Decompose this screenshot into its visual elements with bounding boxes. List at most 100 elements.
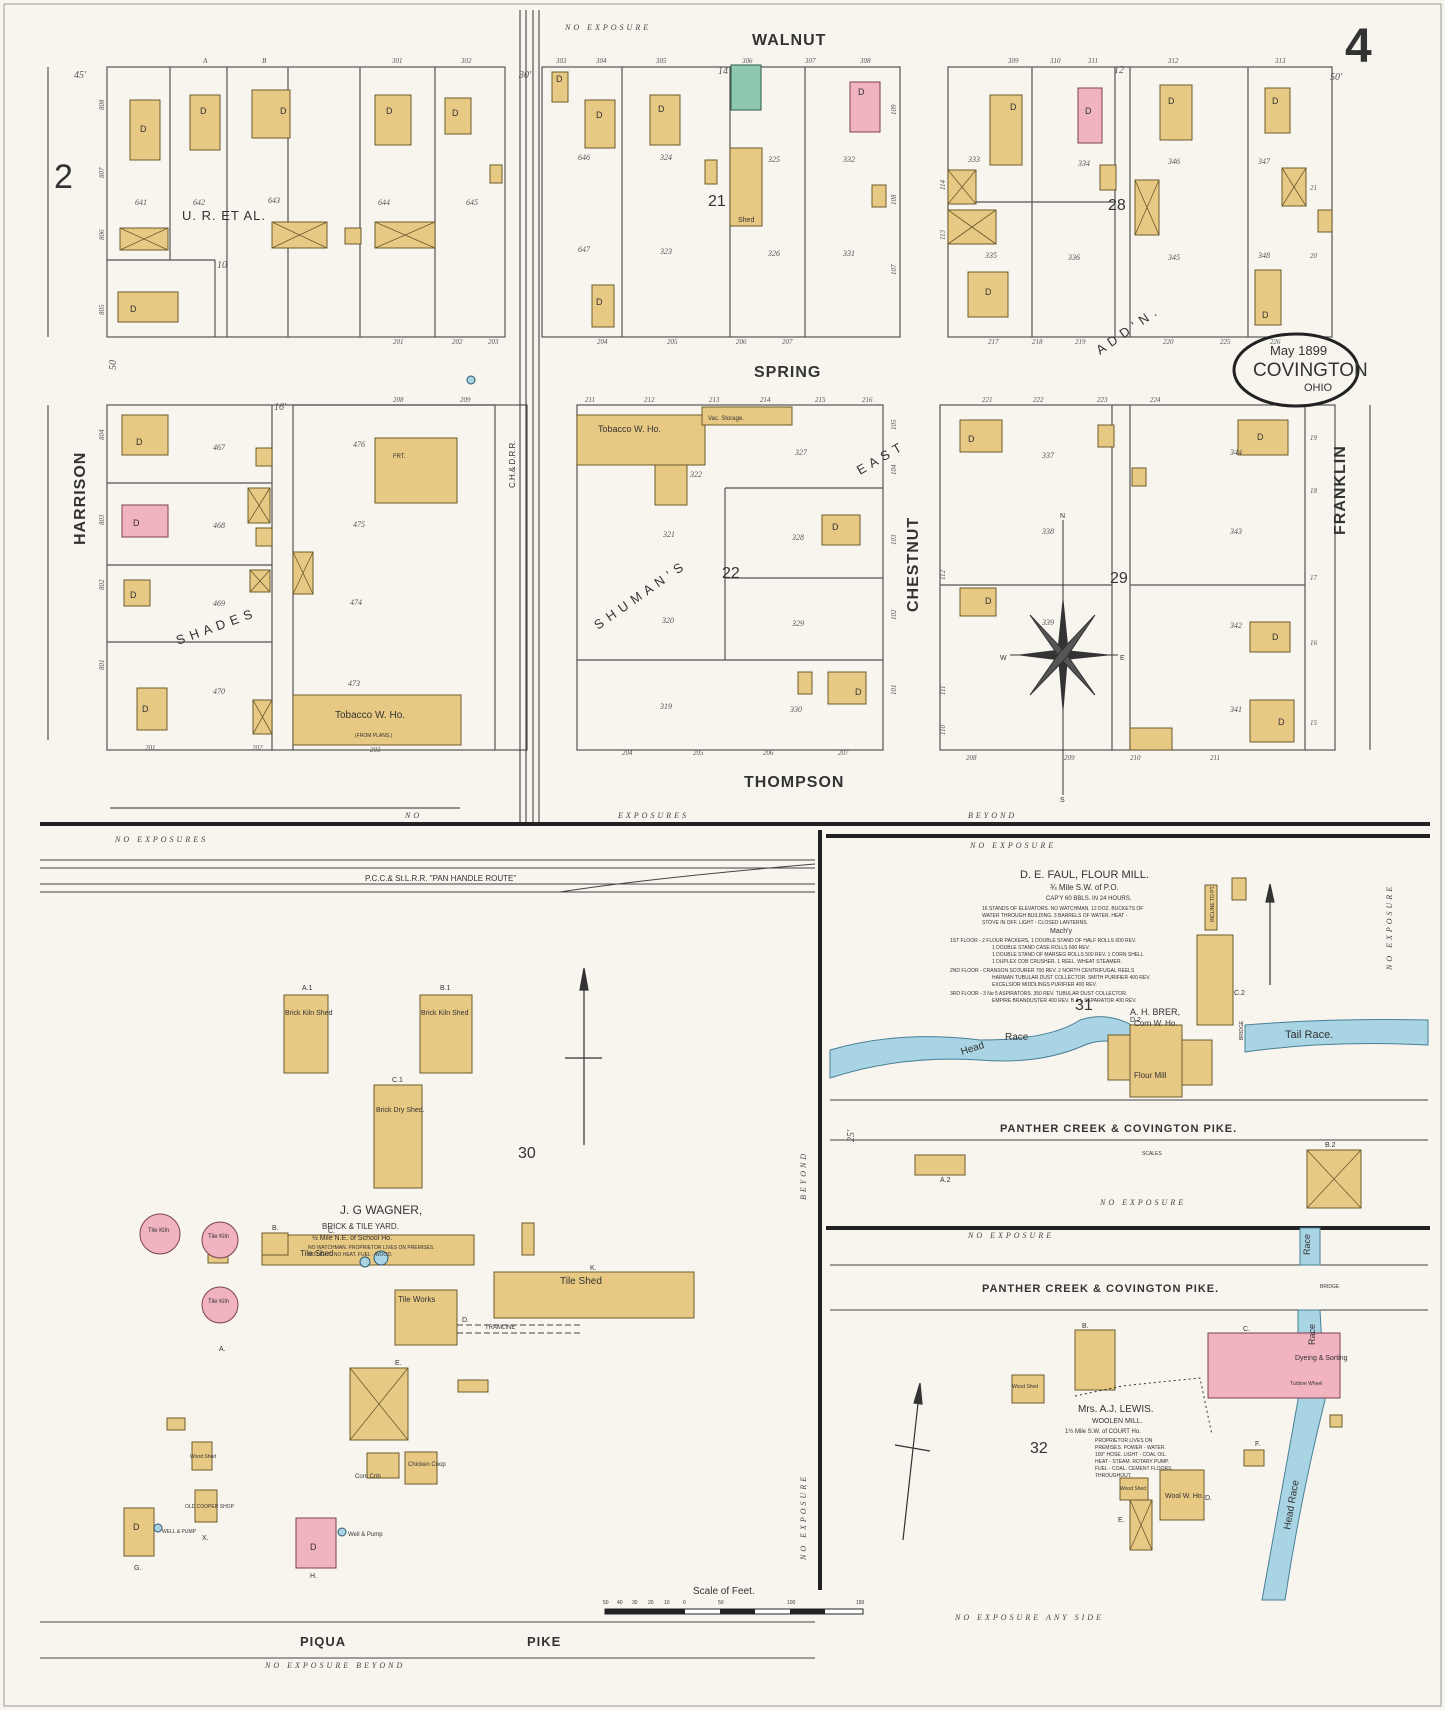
house-number: 801	[98, 660, 106, 671]
house-number: 202	[452, 338, 463, 346]
lot-number: 476	[353, 440, 365, 449]
label-c: C.	[328, 1228, 335, 1235]
dimension: 25'	[846, 1129, 857, 1142]
street-pike: PIKE	[527, 1634, 561, 1649]
incline	[1204, 884, 1218, 931]
label-c2: C.2	[1234, 990, 1245, 997]
faul-machinery: Mach'y	[1050, 928, 1072, 935]
brick-dwelling	[1077, 87, 1103, 144]
outbuilding	[1099, 164, 1117, 191]
house-number: 222	[1033, 396, 1044, 404]
lot-number: 338	[1041, 527, 1054, 536]
dwelling-label: D	[142, 704, 149, 714]
race-channel-upper	[1299, 1227, 1321, 1266]
lot-number: 646	[578, 153, 590, 162]
faul-floor: HARMAN TUBULAR DUST COLLECTOR. SMITH PUR…	[992, 975, 1150, 981]
house-number: 204	[622, 749, 633, 757]
lot-number: 641	[135, 198, 147, 207]
label-g: G.	[134, 1565, 141, 1572]
dwelling-label: D	[200, 106, 207, 116]
house-number: 103	[890, 534, 898, 545]
exposure-note: NO EXPOSURE	[799, 1474, 808, 1561]
house-number: 206	[736, 338, 747, 346]
house-number: 211	[585, 396, 595, 404]
house-number: 18	[1310, 487, 1318, 495]
house-number: 223	[1097, 396, 1108, 404]
label-brick-kiln-shed: Brick Kiln Shed	[285, 1010, 333, 1017]
house-number: 804	[98, 429, 106, 440]
label-b: B.	[272, 1225, 279, 1232]
house-number: 209	[460, 396, 471, 404]
house-number: 111	[939, 686, 947, 695]
north-arrows	[565, 883, 1275, 1541]
label-race: Race	[1005, 1032, 1029, 1043]
exposure-note: NO EXPOSURE	[564, 23, 651, 32]
woolen-mill	[1207, 1332, 1341, 1399]
house-number: 216	[862, 396, 873, 404]
section-dividers	[40, 822, 1430, 1590]
house-number: 802	[98, 579, 106, 590]
lot-number: 643	[268, 196, 280, 205]
faul-floor: EXCELSIOR MIDDLINGS PURIFIER 400 REV.	[992, 982, 1097, 988]
label-turbine: Turbine Wheel	[1290, 1381, 1322, 1387]
house-numbers-chestnut: 109 108 107 105 104 103 102 101 114 113 …	[890, 104, 947, 735]
wood-shed	[191, 1441, 213, 1471]
compass-west: W	[1000, 655, 1007, 662]
label-tobacco-wh: Tobacco W. Ho.	[598, 424, 661, 434]
label-flour-mill: Flour Mill	[1134, 1071, 1167, 1080]
lot-number: 647	[578, 245, 591, 254]
house-number: 309	[1007, 57, 1019, 65]
lot-number: 333	[967, 155, 980, 164]
faul-floor: 2ND FLOOR - CRANSON SCOURER 700 REV. 2 N…	[950, 968, 1135, 974]
lot-number: 331	[842, 249, 855, 258]
dwelling	[1264, 87, 1291, 134]
dwelling	[1249, 621, 1291, 653]
wells	[153, 375, 476, 1537]
lot-number: 470	[213, 687, 225, 696]
dwelling-label: D	[130, 590, 137, 600]
faul-floor: 1 DOUBLE STAND CASE ROLLS 600 REV.	[992, 945, 1090, 951]
brick-dwelling-h	[295, 1517, 337, 1569]
dimension: 14	[718, 66, 728, 77]
dwelling-labels: D D D D D D D D D D D D D D D D D D D D …	[130, 74, 1285, 1552]
lot-number: 320	[661, 616, 674, 625]
label-h: H.	[310, 1573, 317, 1580]
brick-buildings	[121, 81, 1341, 1569]
label-tobacco-wh: Tobacco W. Ho.	[335, 710, 405, 721]
lot-number: 342	[1229, 621, 1242, 630]
lot-number: 330	[789, 705, 802, 714]
wagner-yard-labels: J. G WAGNER, BRICK & TILE YARD. ½ Mile N…	[134, 985, 602, 1580]
faul-note: 16 STANDS OF ELEVATORS. NO WATCHMAN. 12 …	[982, 906, 1143, 912]
scale-title: Scale of Feet.	[693, 1586, 755, 1597]
dwelling-label: D	[985, 596, 992, 606]
street-franklin: FRANKLIN	[1332, 445, 1349, 535]
dwelling-label: D	[452, 108, 459, 118]
label-wood-shed: Wood Shed	[190, 1454, 216, 1460]
block-upper-left	[106, 66, 506, 338]
lot-number: 328	[791, 533, 804, 542]
label-scales: SCALES	[1142, 1151, 1162, 1157]
lot-number: 341	[1229, 705, 1242, 714]
exposure-note: NO EXPOSURE BEYOND	[264, 1661, 405, 1670]
pikes	[40, 1099, 1428, 1659]
house-number: 302	[460, 57, 472, 65]
house-number: 308	[859, 57, 871, 65]
street-harrison: HARRISON	[72, 452, 89, 545]
dwelling-label: D	[140, 124, 147, 134]
house-number: 221	[982, 396, 993, 404]
block-numbers: 21 22 28 29 30 31 32	[518, 193, 1128, 1457]
railroad-chd	[519, 10, 540, 822]
street-piqua: PIQUA	[300, 1634, 346, 1649]
tile-kiln	[139, 1213, 181, 1255]
dwelling-label: D	[1085, 106, 1092, 116]
block-number: 32	[1030, 1440, 1048, 1457]
dwelling	[123, 579, 151, 607]
house-numbers-spring-bottom: 208 209 211 212 213 214 215 216 221 222 …	[393, 396, 1161, 404]
lot-number: 345	[1167, 253, 1180, 262]
street-chestnut: CHESTNUT	[905, 517, 922, 612]
house-number: 102	[890, 609, 898, 620]
cartouche-town: COVINGTON	[1253, 360, 1368, 381]
label-tile-kiln: Tile Kiln	[148, 1228, 169, 1234]
label-well-pump: Well & Pump	[348, 1532, 383, 1538]
